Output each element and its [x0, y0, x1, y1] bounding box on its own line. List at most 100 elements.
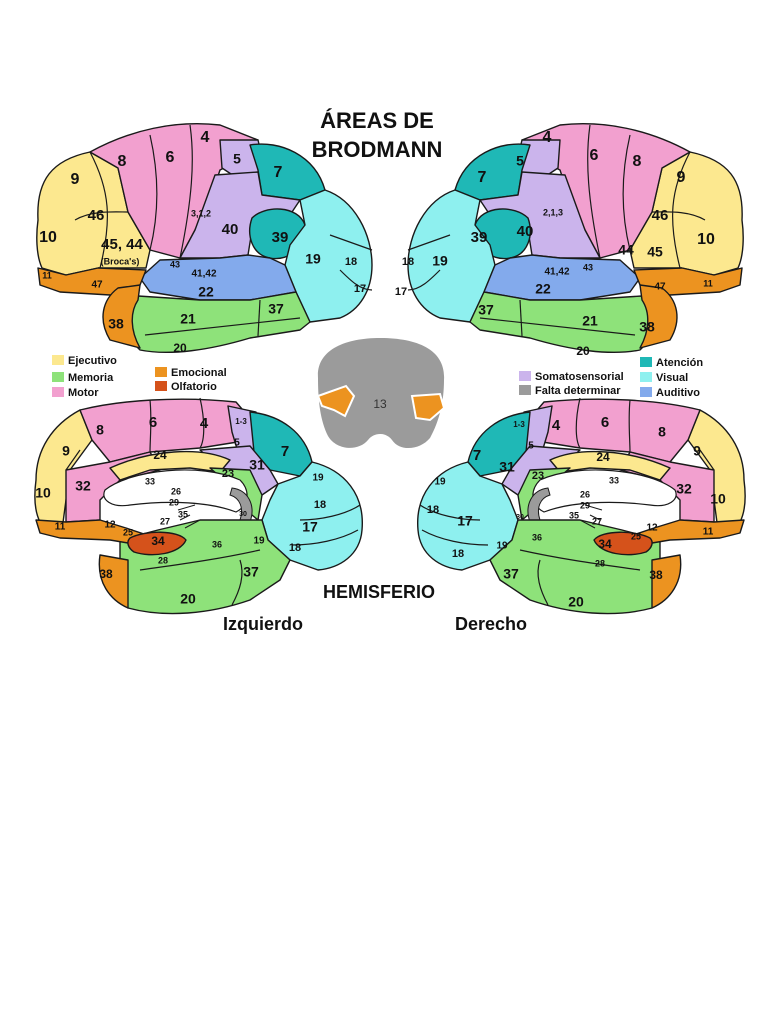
lat-r-label-38: 38 [639, 319, 655, 335]
med-l-label-36: 36 [212, 539, 222, 549]
med-l-label-4: 4 [200, 415, 209, 432]
lat-r-label-8: 8 [633, 153, 642, 170]
lat-l-label-8: 8 [118, 153, 127, 170]
med-l-label-23: 23 [222, 468, 234, 480]
med-r-label-30: 30 [516, 514, 524, 521]
legend-label-emocional: Emocional [171, 367, 227, 379]
med-r-label-31: 31 [499, 459, 515, 475]
med-l-label-31: 31 [249, 457, 265, 473]
legend-swatch-olfatorio [155, 381, 167, 391]
lat-l-label-39: 39 [272, 229, 289, 246]
lat-l-label-37: 37 [268, 301, 284, 317]
lat-l-label-45-44: 45, 44 [101, 236, 143, 253]
lat-l-label-47: 47 [91, 280, 103, 291]
right-lateral-hemisphere [408, 124, 743, 353]
lat-l-label-46: 46 [88, 207, 105, 224]
med-l-label-27: 27 [160, 516, 170, 526]
med-l-label-38: 38 [99, 567, 113, 581]
med-l-label-18a: 18 [314, 499, 326, 511]
legend-mid: Emocional Olfatorio [155, 367, 227, 393]
med-r-label-35: 35 [569, 510, 579, 520]
legend-swatch-memoria [52, 372, 64, 382]
lat-r-label-21: 21 [582, 313, 598, 329]
legend-swatch-auditivo [640, 387, 652, 397]
lat-r-label-2-1-3: 2,1,3 [543, 207, 563, 217]
med-r-label-26: 26 [580, 489, 590, 499]
med-r-label-9: 9 [693, 443, 701, 459]
lat-l-label-40: 40 [222, 221, 239, 238]
lat-r-label-17: 17 [395, 286, 407, 298]
med-l-label-25: 25 [123, 527, 133, 537]
med-r-label-23: 23 [532, 470, 544, 482]
med-r-label-20: 20 [568, 594, 584, 610]
med-r-label-7: 7 [473, 447, 481, 464]
med-r-label-17: 17 [457, 513, 473, 529]
med-l-label-29: 29 [169, 497, 179, 507]
med-r-label-19a: 19 [434, 477, 446, 488]
lat-l-label-6: 6 [166, 149, 175, 166]
med-r-label-38: 38 [649, 568, 663, 582]
med-r-label-28: 28 [595, 558, 605, 568]
med-r-label-29: 29 [580, 500, 590, 510]
legend-right-a: Somatosensorial Falta determinar [519, 371, 624, 397]
lat-r-label-4: 4 [543, 129, 552, 146]
lat-l-label-10: 10 [39, 229, 57, 246]
med-r-label-27: 27 [592, 516, 602, 526]
legend-label-auditivo: Auditivo [656, 387, 700, 399]
med-r-label-8: 8 [658, 424, 666, 440]
lat-r-label-47: 47 [654, 282, 666, 293]
med-l-label-26: 26 [171, 486, 181, 496]
lat-l-label-21: 21 [180, 311, 196, 327]
lat-r-label-45: 45 [647, 244, 663, 260]
lat-r-label-41-42: 41,42 [544, 267, 569, 278]
legend-label-falta-determinar: Falta determinar [535, 385, 621, 397]
legend-label-somatosensorial: Somatosensorial [535, 371, 624, 383]
med-l-label-37: 37 [243, 564, 259, 580]
med-r-label-36: 36 [532, 532, 542, 542]
med-l-label-8: 8 [96, 422, 104, 438]
lat-l-label-41-42: 41,42 [191, 269, 216, 280]
lat-area-22-41-42 [140, 255, 296, 300]
med-r-label-18b: 18 [452, 548, 464, 560]
title-line-1: ÁREAS DE [320, 108, 434, 133]
insula-section: 13 [318, 338, 444, 448]
med-l-label-17: 17 [302, 519, 318, 535]
med-l-label-7: 7 [281, 443, 289, 460]
legend-swatch-somatosensorial [519, 371, 531, 381]
legend-label-olfatorio: Olfatorio [171, 381, 217, 393]
med-r-label-4: 4 [552, 417, 561, 434]
med-l-label-33: 33 [145, 476, 155, 486]
caption-derecho: Derecho [455, 614, 527, 634]
lat-l-label-9: 9 [71, 171, 80, 188]
legend-swatch-atencion [640, 357, 652, 367]
lat-l-label-38: 38 [108, 316, 124, 332]
legend-label-atencion: Atención [656, 357, 703, 369]
med-l-label-34: 34 [151, 534, 165, 548]
med-l-label-1-3: 1-3 [235, 417, 247, 426]
med-l-label-9: 9 [62, 443, 70, 459]
legend-label-motor: Motor [68, 387, 99, 399]
lat-l-label-18: 18 [345, 256, 357, 268]
med-l-label-20: 20 [180, 591, 196, 607]
insula-label-13: 13 [373, 397, 387, 411]
insula-right-orange [412, 394, 444, 420]
legend-label-ejecutivo: Ejecutivo [68, 355, 117, 367]
lat-r-label-19: 19 [432, 253, 448, 269]
med-l-label-30: 30 [239, 511, 247, 518]
lat-r-label-20: 20 [576, 344, 590, 358]
med-r-label-24: 24 [596, 450, 610, 464]
caption-hemisferio: HEMISFERIO [323, 582, 435, 602]
med-r-label-32: 32 [676, 481, 692, 497]
lat-r-label-11: 11 [703, 278, 713, 288]
med-r-label-18a: 18 [427, 504, 439, 516]
lat-l-label-17: 17 [354, 283, 366, 295]
med-l-label-32: 32 [75, 478, 91, 494]
med-r-label-34: 34 [598, 537, 612, 551]
lat-r-label-7: 7 [478, 169, 487, 186]
lat-r-label-5: 5 [516, 153, 524, 169]
med-l-label-12: 12 [104, 520, 116, 531]
lat-r-label-44: 44 [618, 242, 634, 258]
lat-r-label-22: 22 [535, 281, 551, 297]
legend-swatch-falta-determinar [519, 385, 531, 395]
